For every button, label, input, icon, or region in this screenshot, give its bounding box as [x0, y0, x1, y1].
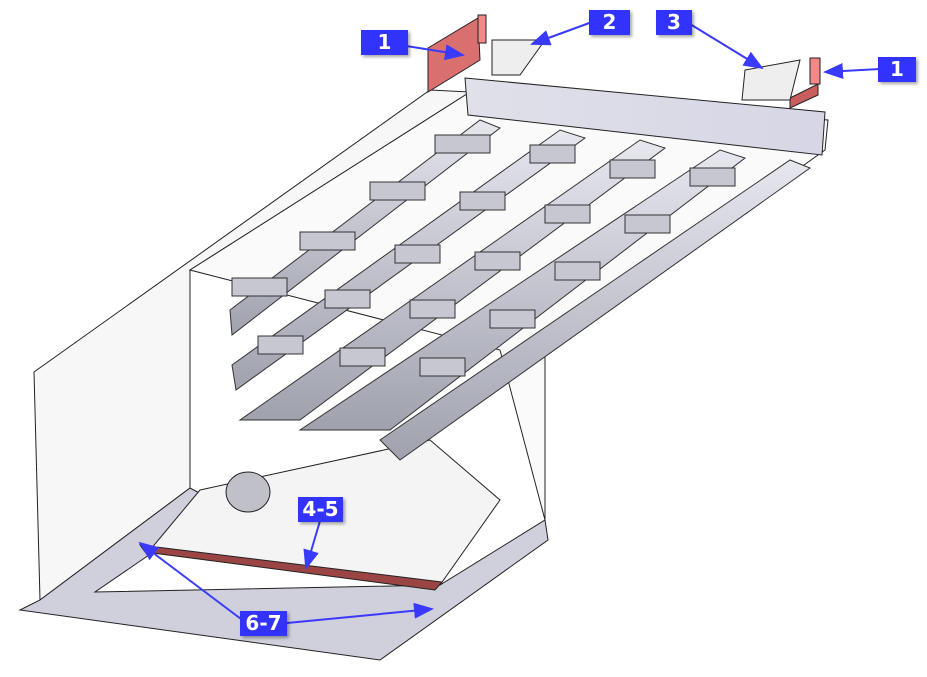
rib	[409, 299, 456, 319]
callout-3: 3	[656, 10, 692, 35]
rib	[434, 134, 491, 154]
rib	[419, 357, 466, 377]
red-plate-left-edge	[477, 14, 487, 44]
leader-2	[530, 21, 593, 46]
rib	[324, 289, 371, 309]
rib	[544, 204, 591, 224]
callout-6-7: 6-7	[240, 611, 287, 636]
red-plate-right-edge	[809, 57, 821, 85]
rib	[474, 251, 521, 271]
rib	[257, 335, 304, 355]
rib	[689, 167, 736, 187]
callout-1-right: 1	[878, 57, 916, 82]
leader-1-left	[399, 44, 465, 61]
leader-6-7-left	[138, 541, 246, 623]
callout-4-5: 4-5	[298, 497, 343, 522]
rib	[529, 144, 576, 164]
rib	[459, 191, 506, 211]
rib	[609, 159, 656, 179]
rib	[299, 231, 356, 251]
leader-3	[689, 23, 764, 70]
rib	[624, 214, 671, 234]
red-plate-right	[789, 83, 819, 109]
slat	[379, 159, 812, 461]
leader-6-7-right	[286, 602, 434, 624]
rib	[231, 277, 288, 297]
rib	[369, 181, 426, 201]
rib	[339, 347, 386, 367]
rib	[554, 261, 601, 281]
callout-1-left: 1	[361, 30, 408, 55]
gear-unit	[225, 471, 271, 513]
callout-2: 2	[589, 10, 630, 35]
top-cross-beam	[464, 77, 826, 156]
bracket-2	[491, 39, 546, 76]
cross-ribs	[231, 134, 736, 377]
leader-4-5	[303, 520, 321, 570]
rib	[394, 244, 441, 264]
leader-1-right	[823, 63, 881, 80]
bracket-3	[741, 59, 801, 101]
rib	[489, 309, 536, 329]
